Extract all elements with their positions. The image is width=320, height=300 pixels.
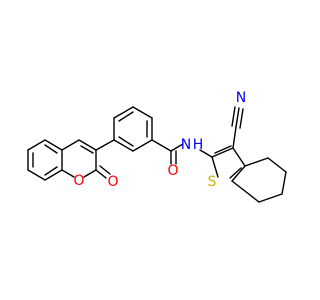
atom-o-coumarin-carbonyl: O xyxy=(107,174,118,190)
atom-s-thiophene: S xyxy=(208,174,217,190)
central-benzene-ring xyxy=(113,106,153,152)
nitrile-group xyxy=(231,106,244,149)
molecule-structure: O N H S N O O xyxy=(27,90,287,203)
amide-group xyxy=(151,139,213,165)
structure-canvas: O N H S N O O xyxy=(27,90,287,203)
atom-n-nitrile: N xyxy=(236,90,246,106)
atom-n-amide: N xyxy=(181,137,191,153)
coumarin-pyranone-ring xyxy=(61,139,111,179)
coumarin-benzo-ring xyxy=(27,139,63,181)
atom-o-amide-carbonyl: O xyxy=(167,163,178,179)
biaryl-bond xyxy=(95,139,115,151)
atom-o-coumarin-ring: O xyxy=(73,173,84,189)
cyclohexane-ring xyxy=(231,157,287,203)
atom-h-amide: H xyxy=(193,137,204,153)
thiophene-ring xyxy=(211,145,246,182)
